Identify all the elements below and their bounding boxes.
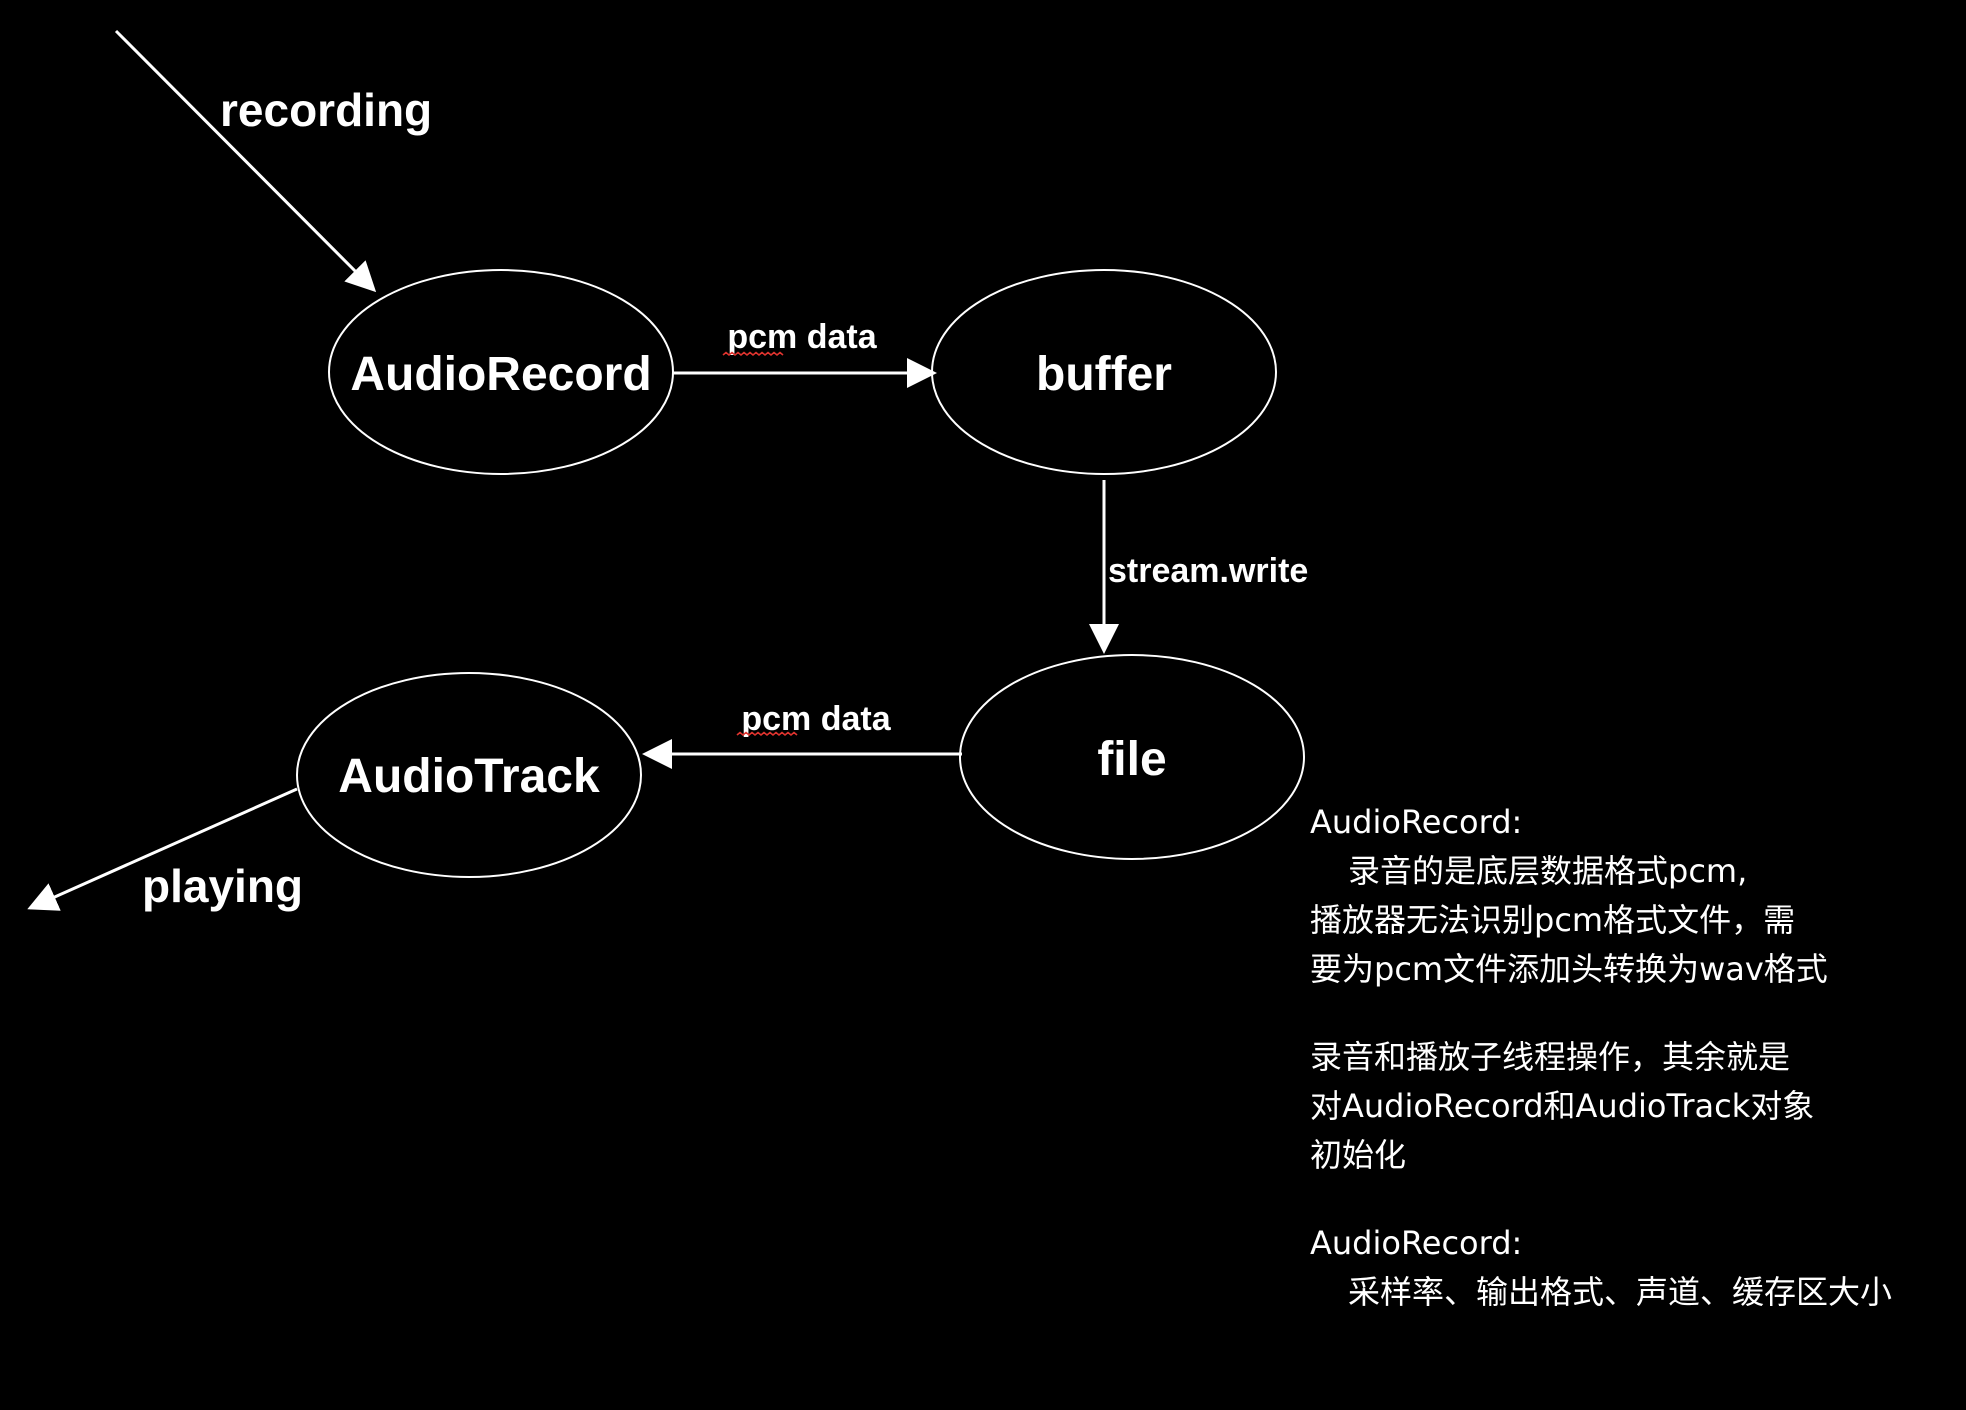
note-line: 对AudioRecord和AudioTrack对象 (1310, 1087, 1815, 1125)
playing-arrow (27, 787, 298, 911)
note-line: 录音和播放子线程操作，其余就是 (1310, 1038, 1791, 1076)
note-title: AudioRecord: (1310, 803, 1523, 841)
note-block-params: AudioRecord: 采样率、输出格式、声道、缓存区大小 (1310, 1219, 1960, 1317)
recording-label: recording (220, 84, 432, 136)
file-node-label: file (1097, 733, 1166, 786)
pcm-data-bottom-label: pcm data (741, 700, 891, 738)
note-title: AudioRecord: (1310, 1224, 1523, 1262)
stream-write-label: stream.write (1108, 552, 1308, 590)
notes-panel: AudioRecord: 录音的是底层数据格式pcm, 播放器无法识别pcm格式… (1310, 798, 1960, 1356)
pcm-spellcheck-underline-top (722, 351, 784, 357)
note-line: 初始化 (1310, 1136, 1407, 1174)
audiotrack-node-label: AudioTrack (338, 750, 600, 803)
playing-label: playing (142, 860, 303, 912)
buffer-node (931, 269, 1277, 475)
pcm-spellcheck-underline-bottom (736, 731, 798, 737)
audiotrack-node (296, 672, 642, 878)
note-line: 录音的是底层数据格式pcm, (1348, 852, 1748, 890)
file-node (959, 654, 1305, 860)
audiorecord-node-label: AudioRecord (350, 348, 651, 401)
note-line: 播放器无法识别pcm格式文件，需 (1310, 901, 1796, 939)
note-block-format: AudioRecord: 录音的是底层数据格式pcm, 播放器无法识别pcm格式… (1310, 798, 1960, 994)
pcm-data-top-label: pcm data (727, 318, 877, 356)
note-line: 采样率、输出格式、声道、缓存区大小 (1348, 1273, 1893, 1311)
note-block-threads: 录音和播放子线程操作，其余就是 对AudioRecord和AudioTrack对… (1310, 1033, 1960, 1180)
recording-arrow (114, 29, 377, 293)
note-line: 要为pcm文件添加头转换为wav格式 (1310, 950, 1828, 988)
buffer-node-label: buffer (1036, 348, 1172, 401)
